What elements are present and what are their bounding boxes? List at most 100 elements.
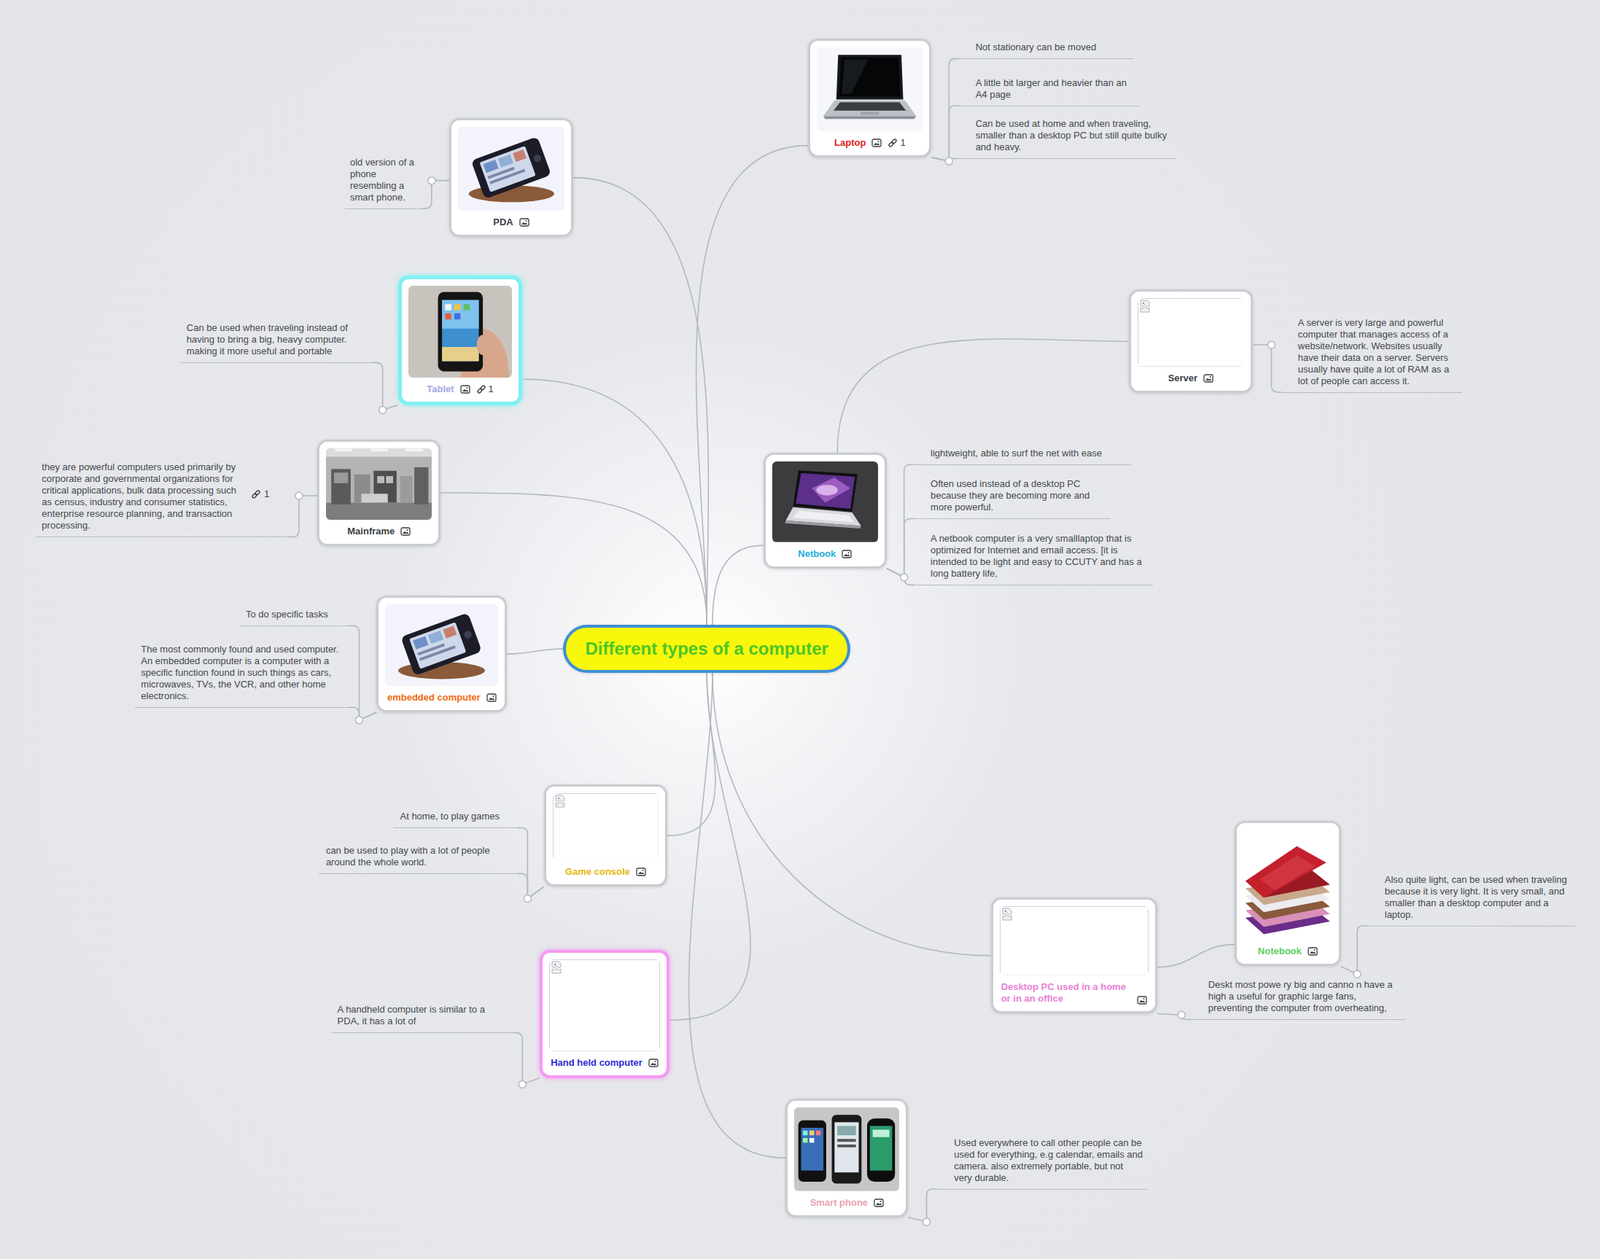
junction-dot	[295, 492, 303, 500]
connector	[506, 649, 563, 655]
connector	[931, 105, 959, 162]
tablet-picture-part	[454, 304, 461, 310]
image-icon	[519, 218, 530, 227]
note-text: The most commonly found and used compute…	[140, 643, 345, 703]
notebook-picture	[1243, 829, 1333, 941]
note-text: A server is very large and powerful comp…	[1298, 317, 1458, 388]
pda-picture-part	[417, 643, 446, 657]
pda-picture-part	[497, 154, 513, 168]
image-frame	[552, 793, 659, 861]
phones-picture-part	[816, 1131, 821, 1136]
broken-image-part	[1140, 307, 1150, 313]
notebook-picture-part	[1245, 846, 1327, 899]
image-icon-part	[654, 1061, 656, 1063]
tablet-picture-part	[441, 347, 479, 362]
broken-image-part	[552, 961, 561, 969]
note-text-node: can be used to play with a lot of people…	[318, 845, 518, 875]
image-icon-part	[402, 531, 409, 534]
junction-dot	[1177, 1011, 1186, 1019]
image-frame	[325, 448, 432, 520]
netbook-picture-part	[811, 477, 851, 503]
connector	[712, 545, 764, 625]
laptop-picture-part	[836, 54, 904, 100]
broken-image-part	[555, 795, 565, 803]
connector	[288, 495, 318, 538]
image-icon-part	[1204, 374, 1213, 383]
image-icon-part	[874, 1199, 884, 1207]
topic-label: Tablet	[426, 383, 454, 396]
image-icon-part	[1209, 376, 1212, 378]
pda-picture-part	[443, 625, 458, 639]
phones-picture-part	[802, 1138, 808, 1143]
junction-dot	[923, 1218, 931, 1226]
image-icon-part	[649, 1059, 658, 1067]
central-title: Different types of a computer	[584, 638, 828, 659]
broken-image-part	[557, 797, 560, 800]
image-icon-part	[1308, 948, 1318, 956]
label-row: PDA	[457, 210, 566, 231]
pda-picture-part	[487, 167, 515, 180]
connector	[1341, 926, 1368, 976]
image-frame	[999, 906, 1149, 976]
pda-picture-part	[512, 149, 527, 162]
image-icon	[460, 385, 471, 394]
topic-label: Game console	[565, 866, 631, 879]
pda-picture-part	[470, 137, 551, 200]
image-frame	[457, 126, 566, 211]
topic-label: Smart phone	[810, 1197, 868, 1210]
mainframe-picture-part	[361, 493, 388, 503]
pda-picture-part	[532, 153, 542, 164]
mainframe-picture-part	[400, 476, 413, 503]
label-row: Smart phone	[794, 1191, 900, 1212]
note-text: lightweight, able to surf the net with e…	[930, 447, 1127, 460]
image-frame	[816, 47, 923, 132]
broken-image-part	[1140, 300, 1150, 308]
topic-label: Laptop	[834, 137, 866, 149]
image-icon	[648, 1058, 659, 1068]
topic-box: Game console	[544, 784, 668, 887]
image-icon-part	[525, 220, 527, 222]
link-count-label: 1	[250, 488, 270, 501]
topic-box: Mainframe	[317, 439, 441, 547]
tablet-picture-part	[441, 299, 479, 361]
connector	[1157, 945, 1235, 968]
image-icon-part	[650, 1062, 657, 1065]
netbook-picture-part	[792, 511, 854, 523]
topic-box: embedded computer	[376, 595, 507, 713]
label-row: Desktop PC used in a home or in an offic…	[999, 975, 1149, 1008]
tablet-picture-part	[476, 334, 489, 356]
image-icon	[1136, 996, 1148, 1005]
note-text: Often used instead of a desktop PC becau…	[930, 478, 1108, 514]
note-text-node: lightweight, able to surf the net with e…	[914, 447, 1132, 466]
link-icon	[476, 384, 487, 395]
image-icon-part	[460, 385, 470, 394]
connector	[421, 180, 450, 209]
image-frame	[772, 461, 879, 543]
image-frame	[408, 285, 513, 378]
broken-image-part	[554, 963, 556, 965]
note-text-node: Not stationary can be moved	[958, 41, 1135, 60]
pda-picture-part	[489, 169, 526, 185]
link-icon-part	[479, 385, 485, 391]
link-number: 1	[899, 137, 906, 149]
link-icon	[887, 137, 898, 149]
tablet-picture-part	[444, 313, 451, 320]
notebook-picture-part	[1243, 829, 1333, 941]
label-row: embedded computer	[385, 686, 499, 706]
label-row: Hand held computer	[549, 1051, 660, 1072]
link-icon-part	[888, 138, 898, 148]
tablet-picture	[408, 285, 513, 378]
image-icon-part	[1313, 949, 1315, 951]
phones-picture-part	[837, 1139, 857, 1143]
mainframe-picture-part	[331, 468, 351, 504]
image-icon-part	[875, 1203, 882, 1206]
phones-picture-part	[801, 1128, 825, 1172]
link-icon-part	[888, 141, 895, 147]
phones-picture-part	[794, 1107, 900, 1192]
mainframe-picture-part	[405, 449, 423, 453]
pda-picture-part	[463, 630, 473, 640]
junction-dot	[1267, 341, 1275, 349]
note-text: A little bit larger and heavier than an …	[975, 77, 1136, 101]
mainframe-picture-part	[325, 448, 432, 457]
broken-image-part	[999, 907, 1148, 977]
